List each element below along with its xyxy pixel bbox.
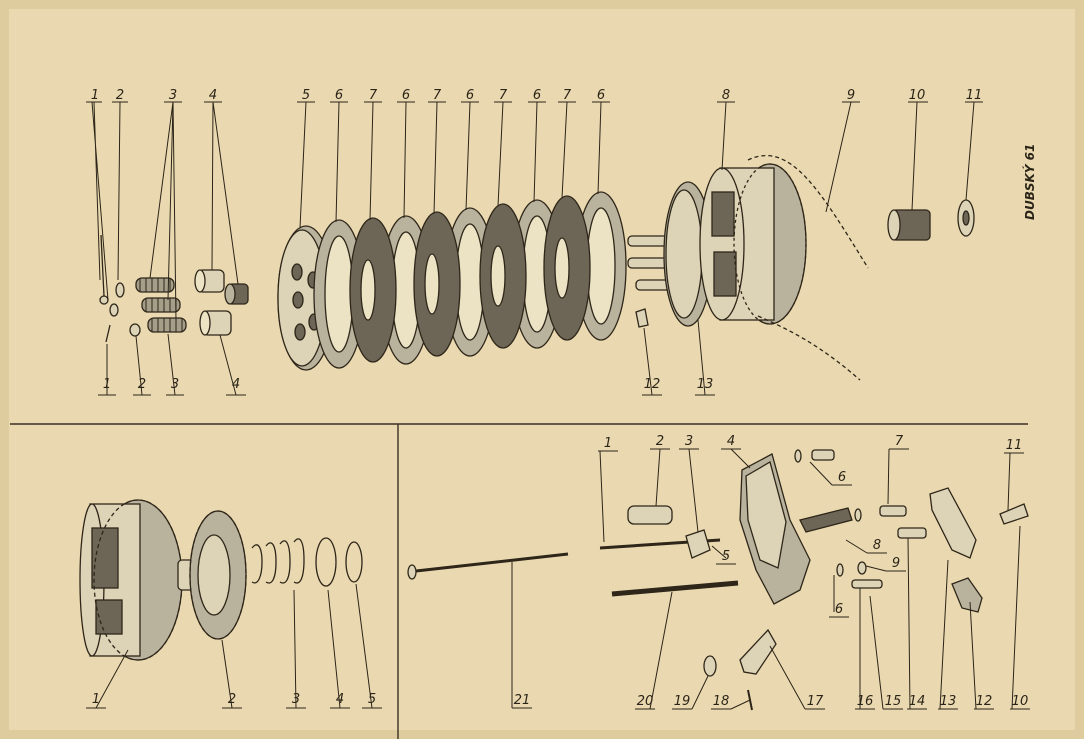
callout-label: 3: [292, 692, 300, 707]
callout-label: 2: [656, 434, 664, 449]
clutch-exploded-drawing: [86, 101, 983, 396]
callout-label: 9: [847, 88, 855, 103]
callout-label: 5: [368, 692, 376, 707]
callout-label: 6: [835, 602, 843, 617]
callout-label: 3: [171, 377, 179, 392]
clutch-drum-drawing: [79, 499, 382, 709]
callout-label: 7: [369, 88, 378, 103]
callout-label: 6: [597, 88, 605, 103]
callout-label: 3: [169, 88, 177, 103]
callout-label: 7: [895, 434, 904, 449]
callout-label: 5: [302, 88, 310, 103]
callout-label: 2: [228, 692, 236, 707]
callout-label: 20: [637, 694, 654, 709]
release-mechanism-drawing: [407, 448, 1030, 711]
callout-label: 12: [644, 377, 661, 392]
callout-label: 6: [466, 88, 474, 103]
callout-label: 14: [909, 694, 926, 709]
callout-label: 7: [563, 88, 572, 103]
callout-label: 1: [103, 377, 111, 392]
callout-label: 6: [335, 88, 343, 103]
callout-label: 1: [91, 88, 99, 103]
callout-label: 11: [1006, 438, 1023, 453]
callout-label: 11: [966, 88, 983, 103]
callout-label: 15: [885, 694, 902, 709]
callout-label: 6: [838, 470, 846, 485]
callout-label: 13: [940, 694, 957, 709]
callout-label: 7: [499, 88, 508, 103]
callout-label: 12: [976, 694, 993, 709]
callout-label: 4: [232, 377, 240, 392]
callout-label: 4: [209, 88, 217, 103]
callout-label: 6: [533, 88, 541, 103]
callout-label: 1: [92, 692, 100, 707]
callout-label: 4: [727, 434, 735, 449]
callout-label: 4: [336, 692, 344, 707]
callout-label: 1: [604, 436, 612, 451]
callout-label: 6: [402, 88, 410, 103]
callout-label: 18: [713, 694, 730, 709]
callout-label: 10: [1012, 694, 1029, 709]
callout-label: 16: [857, 694, 874, 709]
callout-label: 8: [873, 538, 881, 553]
signature: DUBSKÝ 61: [1022, 144, 1037, 220]
callout-label: 19: [674, 694, 691, 709]
callout-label: 3: [685, 434, 693, 449]
callout-label: 5: [722, 549, 730, 564]
callout-label: 2: [138, 377, 146, 392]
callout-label: 2: [116, 88, 124, 103]
callout-label: 17: [807, 694, 824, 709]
callout-label: 10: [909, 88, 926, 103]
callout-label: 7: [433, 88, 442, 103]
callout-label: 9: [892, 556, 900, 571]
callout-label: 21: [514, 693, 531, 708]
callout-label: 8: [722, 88, 730, 103]
callout-label: 13: [697, 377, 714, 392]
